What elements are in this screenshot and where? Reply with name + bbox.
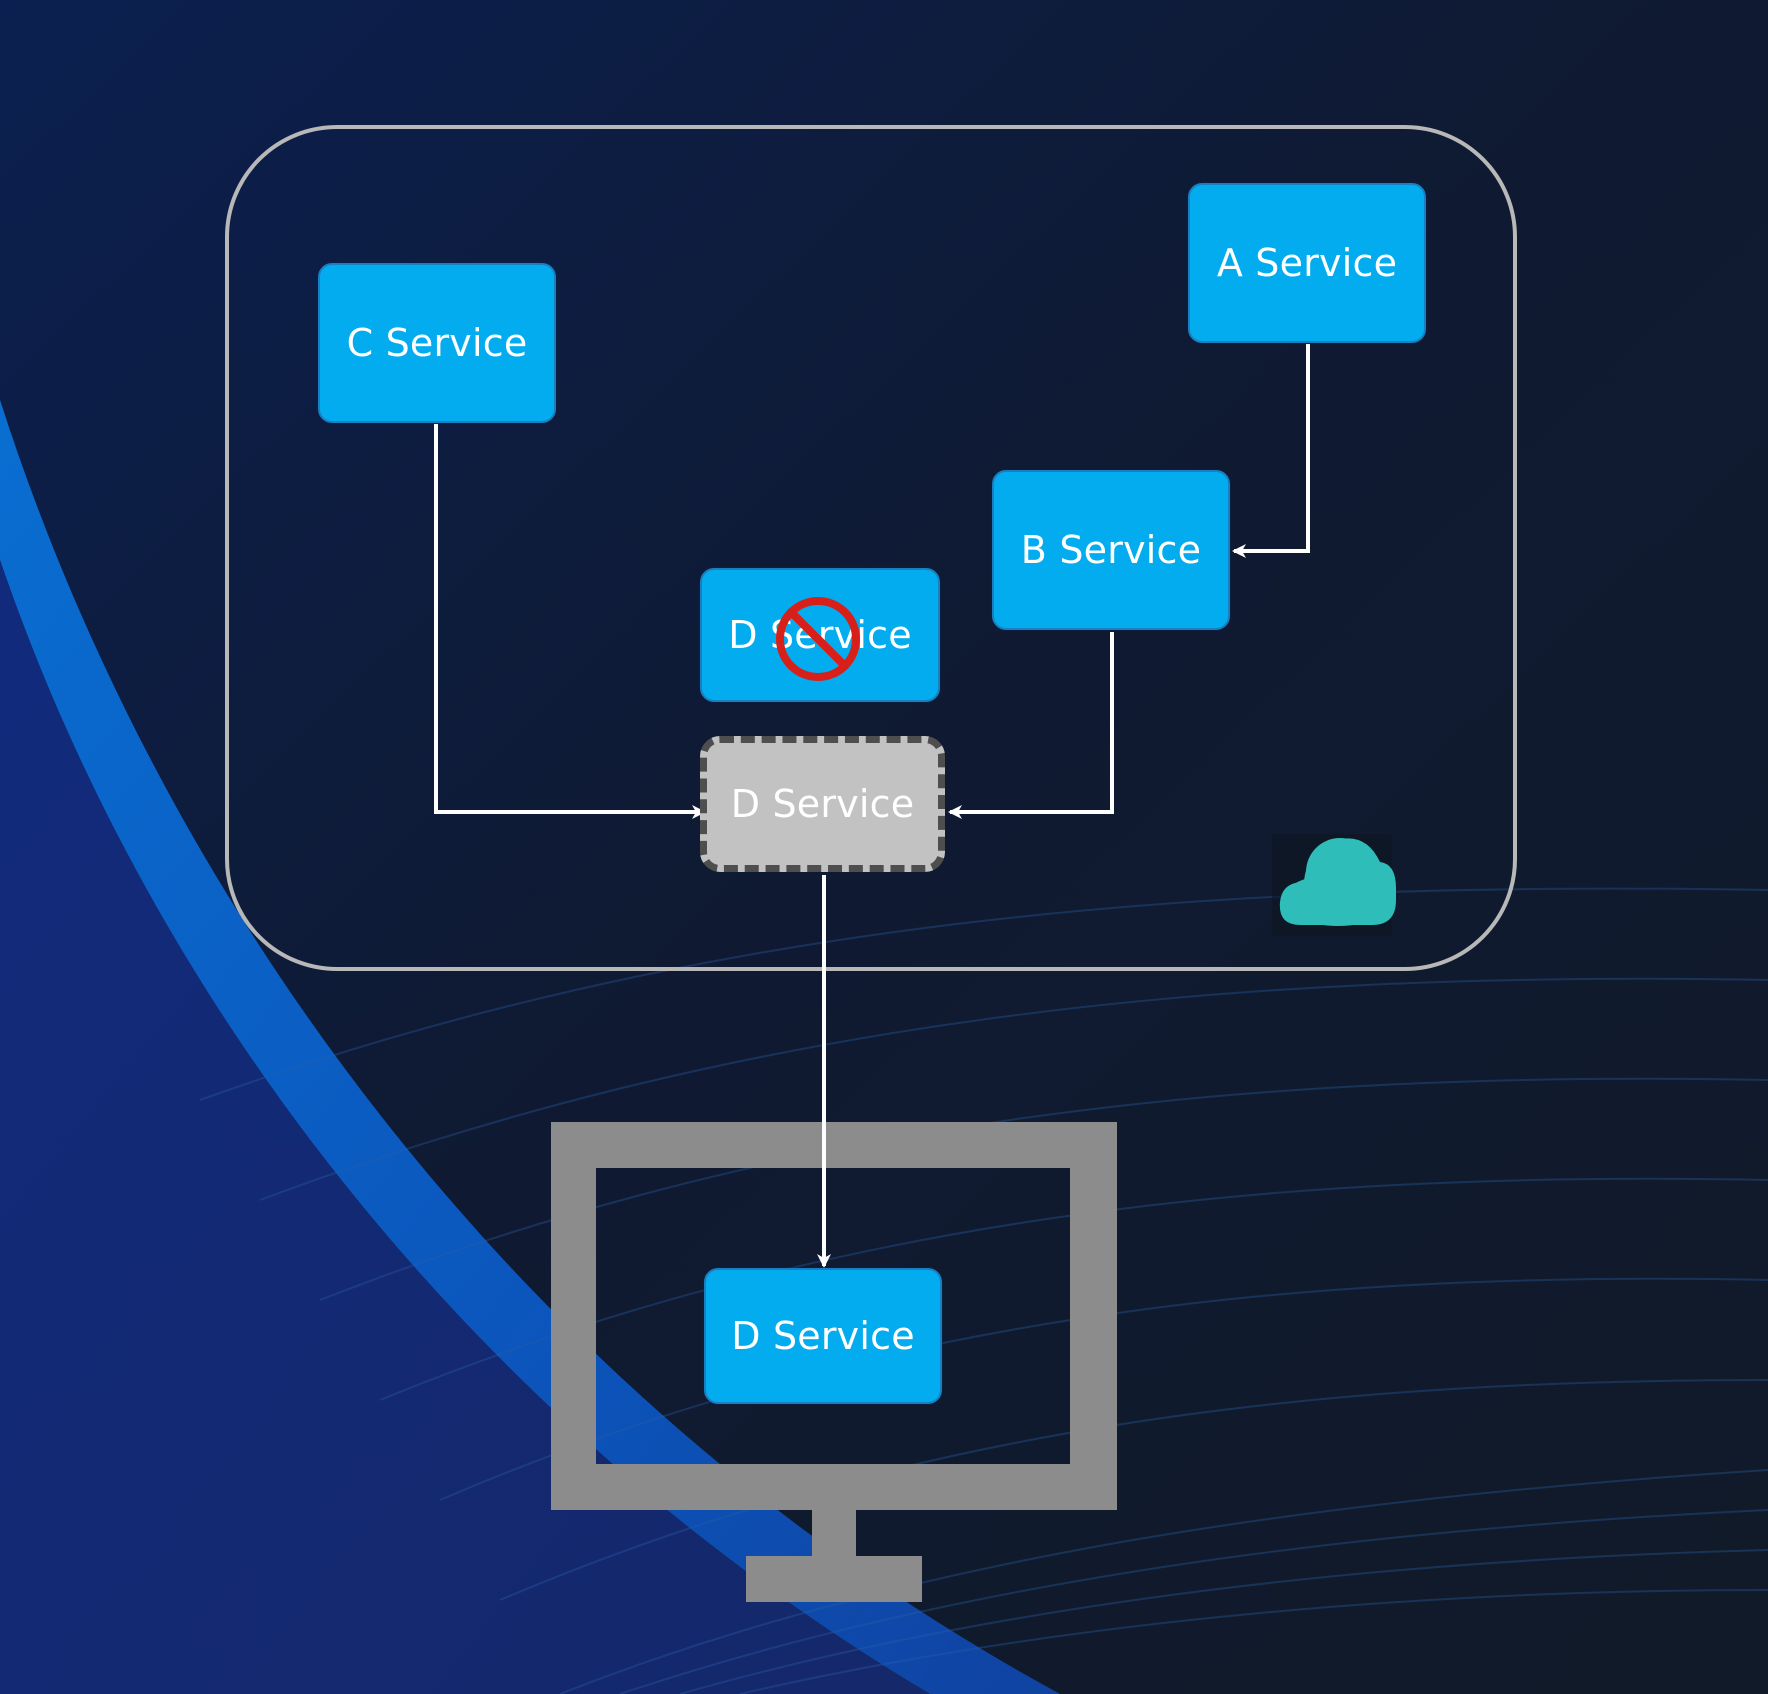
c-service-label: C Service	[346, 321, 528, 365]
d-service-local-label: D Service	[731, 1314, 915, 1358]
d-service-ghost-node[interactable]: D Service	[700, 736, 945, 872]
b-service-node[interactable]: B Service	[992, 470, 1230, 630]
d-service-ghost-label: D Service	[730, 782, 915, 826]
d-service-blocked-node[interactable]: D Service	[700, 568, 940, 702]
arrow-c-to-d	[434, 424, 706, 819]
arrow-b-to-d	[948, 632, 1114, 819]
d-service-blocked-label: D Service	[728, 613, 912, 657]
arrow-a-to-b	[1232, 344, 1310, 558]
d-service-local-node[interactable]: D Service	[704, 1268, 942, 1404]
b-service-label: B Service	[1020, 528, 1202, 572]
a-service-node[interactable]: A Service	[1188, 183, 1426, 343]
c-service-node[interactable]: C Service	[318, 263, 556, 423]
a-service-label: A Service	[1216, 241, 1398, 285]
